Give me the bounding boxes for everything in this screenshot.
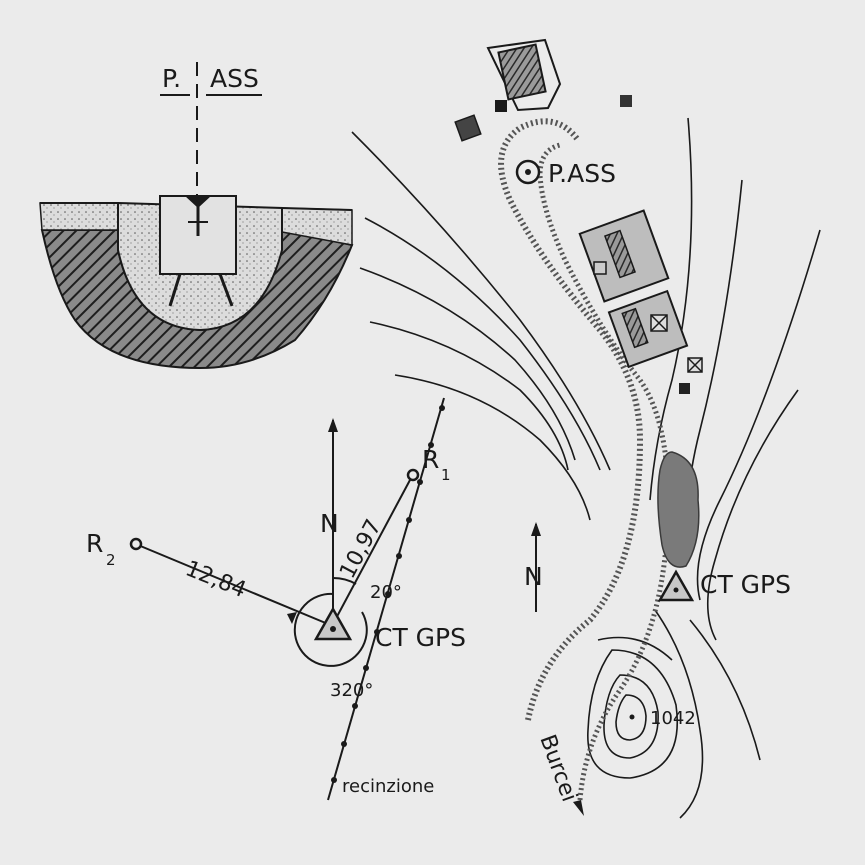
road-left-edge (498, 118, 644, 721)
top-building-outline (486, 38, 562, 112)
label-p: P. (162, 64, 181, 93)
r2-label: R (86, 529, 103, 558)
map-station-label: CT GPS (700, 570, 791, 599)
section-detail: P. ASS (39, 62, 354, 370)
label-ass: ASS (210, 64, 259, 93)
dist-r2-label: 12,84 (182, 556, 250, 603)
r2-subscript: 2 (106, 551, 116, 569)
surface-layer (39, 202, 119, 231)
station-center (330, 626, 336, 632)
road-label: Burcei (534, 732, 581, 806)
building-group-2 (607, 289, 689, 369)
fence-label: recinzione (342, 776, 434, 797)
elevation-point (629, 714, 635, 720)
fence-line (327, 397, 445, 801)
location-map: 1042 Burcei P.ASS (351, 38, 821, 819)
polar-ties: N recinzione R 1 10,97 R 2 12,84 20° 320… (86, 397, 466, 801)
station-label: CT GPS (375, 623, 466, 652)
pass-label: P.ASS (548, 159, 616, 188)
north-arrowhead (328, 418, 338, 432)
angle-arc-320 (293, 592, 368, 667)
small-hut-e (679, 383, 690, 394)
angle-20-label: 20° (370, 582, 402, 603)
fence-posts (331, 405, 445, 783)
r1-subscript: 1 (441, 466, 451, 484)
small-hut-c (620, 95, 632, 107)
r1-label: R (422, 445, 439, 474)
block-legs (168, 273, 234, 307)
top-building (497, 43, 547, 101)
road-right-edge (537, 142, 671, 801)
angle-320-label: 320° (330, 680, 373, 701)
ray-r2 (137, 544, 329, 625)
ray-r1 (332, 479, 411, 625)
road-arrow (573, 800, 584, 816)
map-north-arrowhead (531, 522, 541, 536)
north-label: N (320, 509, 339, 538)
small-hut-b (454, 114, 482, 142)
small-hut-d-cross (687, 357, 703, 373)
station-triangle (313, 606, 353, 641)
vegetation-patch (657, 451, 700, 568)
pass-marker-center (525, 169, 531, 175)
r1-point (406, 468, 420, 482)
ground-line-right (281, 207, 353, 211)
small-hut-a (495, 100, 507, 112)
elevation-label: 1042 (650, 708, 696, 729)
angle-arc-320-arrow (287, 612, 297, 624)
map-station-center (673, 587, 679, 593)
map-north-label: N (524, 562, 543, 591)
angle-arc-20 (332, 576, 357, 585)
building-group-1 (578, 209, 670, 303)
r2-point (129, 537, 143, 551)
map-station-triangle (657, 569, 695, 602)
dist-r1-label: 10,97 (335, 515, 387, 582)
